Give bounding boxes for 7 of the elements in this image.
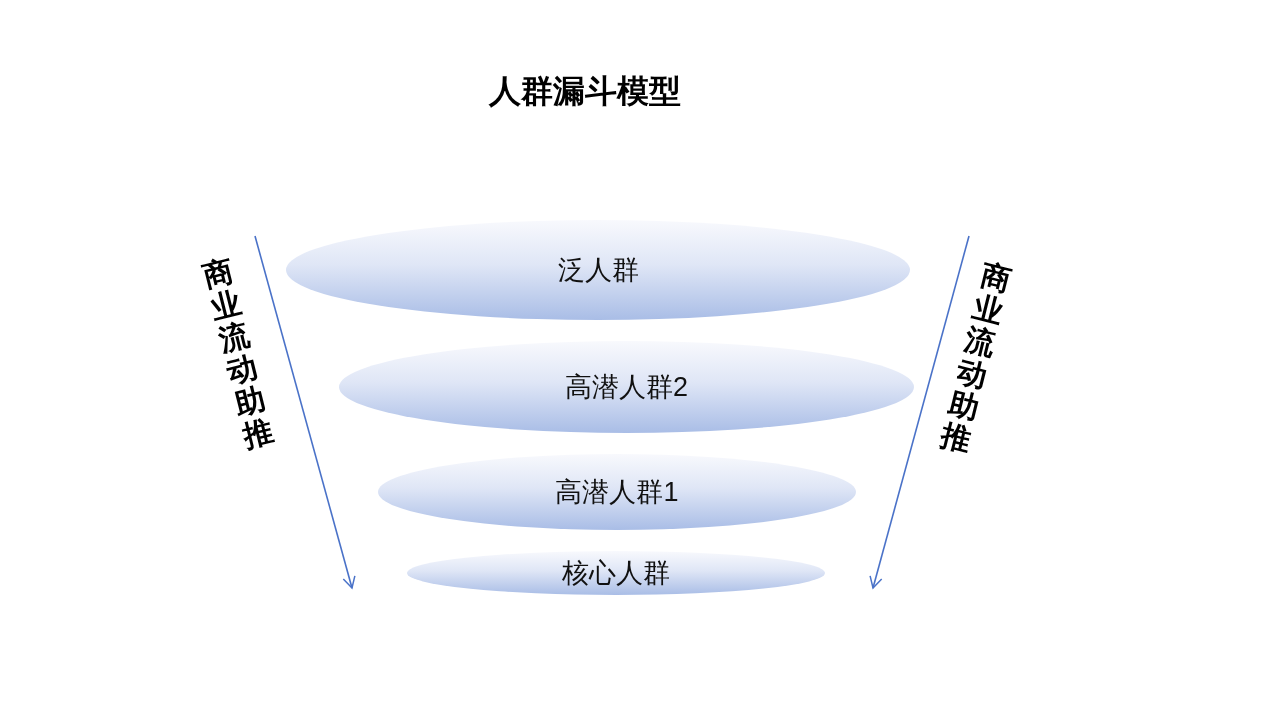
funnel-level-label: 高潜人群1 — [555, 476, 679, 509]
funnel-level-label: 高潜人群2 — [565, 371, 688, 404]
funnel-level-label: 核心人群 — [562, 557, 670, 590]
title: 人群漏斗模型 — [487, 72, 682, 111]
funnel-level-label: 泛人群 — [557, 254, 639, 287]
side-label: 商业流动助推 — [936, 257, 1016, 457]
side-label: 商业流动助推 — [198, 253, 278, 453]
